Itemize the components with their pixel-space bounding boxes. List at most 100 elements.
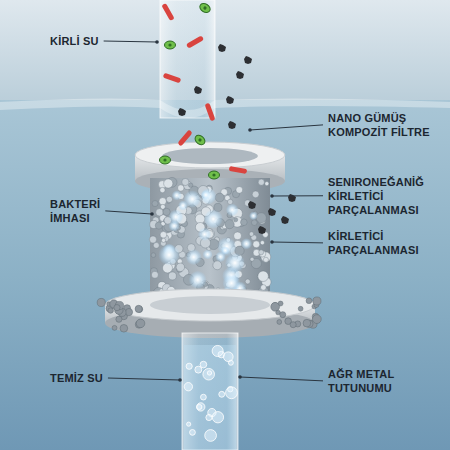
leader-stroke [272,195,323,196]
silver-glow [215,251,226,262]
pollutant-particle [178,108,186,116]
water-bubble [223,352,233,362]
callout-label: AĞR METAL TUTUNUMU [328,368,443,396]
callout-label: KİRLETİCİ PARÇALANMASI [328,230,443,258]
water-bubble [203,368,215,380]
microbe-cell [165,41,176,49]
metal-grain [312,315,321,324]
leader-stroke [108,378,180,380]
leader-stroke [250,125,323,130]
leader-stroke [104,41,157,42]
pore-bead [263,257,268,262]
water-bubble [187,422,191,426]
microbe-cell [209,171,220,179]
silver-glow [158,244,180,266]
bacterium-body [163,73,182,84]
callout-label: BAKTERİ İMHASI [50,198,122,226]
leader-line [270,194,323,198]
callout-label: KİRLİ SU [50,35,120,49]
leader-line [248,125,323,132]
cell-core [198,138,203,143]
particle-body [178,108,186,116]
pollutant-particle [281,216,289,224]
pore-bead [149,236,156,243]
pore-bead [153,242,159,248]
bacterium [186,35,204,48]
pollutant-particle [236,71,244,79]
metal-grain [306,298,312,304]
particle-body [194,86,202,94]
water-bubble [197,404,202,409]
microbe-cell [198,2,212,14]
bacterium-body [229,166,248,174]
microbe-cell [160,156,171,164]
water-bubble [212,345,223,356]
particle-body [244,56,252,64]
leader-dot [178,378,182,382]
leader-dot [238,375,242,379]
pore-bead [215,193,224,202]
water-bubble [200,361,207,368]
pollutant-particle [228,121,236,129]
silver-glow [225,253,245,273]
pore-bead [168,272,176,280]
pore-bead [182,178,189,185]
bacterium-body [205,103,216,122]
leader-dot [155,40,159,44]
pore-bead [236,186,243,193]
pore-bead [259,250,264,255]
water-bubble [226,387,238,399]
microbe-cell [193,133,207,146]
particle-body [258,226,266,234]
pore-bead [178,185,184,191]
pore-bead [151,271,158,278]
pore-bead [160,204,165,209]
particle-body [218,44,226,52]
silver-glow [168,210,183,225]
pore-bead [260,241,264,245]
silver-glow [183,190,201,208]
pollutant-particle [268,208,276,216]
metal-grain [290,322,296,328]
metal-grain [135,305,142,312]
cell-body [160,156,171,164]
water-bubble [207,371,211,375]
pore-bead [241,219,248,226]
pore-bead [159,198,166,205]
metal-grain [120,324,128,332]
particle-body [236,71,244,79]
leader-line [270,240,323,244]
bacterium [205,103,216,122]
pore-bead [245,279,250,284]
leader-line [104,40,159,44]
pollutant-particle [248,201,256,209]
pore-bead [234,218,238,222]
pore-bead [261,285,267,291]
pollutant-particle [244,56,252,64]
cell-body [209,171,220,179]
pore-bead [164,179,173,188]
leader-line [108,378,182,382]
water-bubble [197,403,205,411]
pore-bead [161,238,165,242]
pore-bead [213,261,222,270]
particle-body [268,208,276,216]
silver-glow [203,249,213,259]
pore-bead [259,251,265,257]
pore-bead [250,257,254,261]
pore-bead [256,213,266,223]
pollutant-particle [194,86,202,94]
metal-grain [108,308,113,313]
metal-grain [97,298,105,306]
cell-core [203,6,207,10]
water-bubble [212,412,223,423]
particle-body [288,194,296,202]
pore-bead [225,220,234,229]
cell-body [198,2,212,14]
water-bubble [201,394,207,400]
metal-grain [277,320,282,325]
metal-grain [114,305,120,311]
bacterium-body [177,129,192,146]
